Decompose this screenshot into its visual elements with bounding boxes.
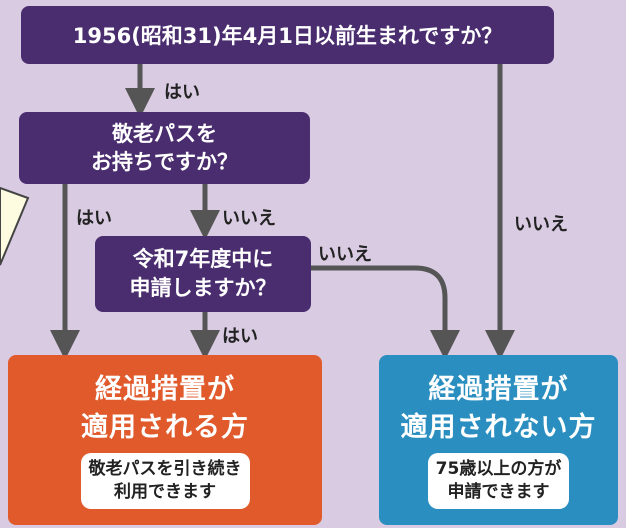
question-pass-line1: 敬老パスを <box>112 122 217 146</box>
result-not-applies-note2: 申請できます <box>447 482 550 502</box>
result-applies-title2: 適用される方 <box>81 412 249 443</box>
question-apply: 令和7年度中に 申請しますか？ <box>95 236 311 312</box>
question-apply-line2: 申請しますか？ <box>129 276 277 300</box>
result-not-applies-note1: 75歳以上の方が <box>435 459 562 479</box>
question-birthdate: 1956(昭和31)年4月1日以前生まれですか？ <box>21 6 554 64</box>
result-not-applies-note: 75歳以上の方が 申請できます <box>427 453 570 509</box>
question-pass: 敬老パスを お持ちですか？ <box>19 112 310 184</box>
result-applies-note: 敬老パスを引き続き 利用できます <box>80 453 250 509</box>
label-q1-yes: はい <box>164 82 200 103</box>
label-q2-yes: はい <box>76 208 112 229</box>
arrow-q3-no <box>307 265 460 360</box>
result-not-applies-title1: 経過措置が <box>428 374 569 405</box>
question-pass-line2: お持ちですか？ <box>91 150 238 174</box>
label-q3-yes: はい <box>222 326 258 347</box>
label-q3-no: いいえ <box>318 244 372 265</box>
question-birthdate-text: 1956(昭和31)年4月1日以前生まれですか？ <box>72 24 503 48</box>
speech-bubble-fragment <box>0 186 30 266</box>
result-applies: 経過措置が 適用される方 敬老パスを引き続き 利用できます <box>8 355 322 525</box>
result-not-applies-title2: 適用されない方 <box>400 412 597 443</box>
result-applies-title1: 経過措置が <box>95 374 235 405</box>
label-q2-no: いいえ <box>222 208 276 229</box>
result-applies-note1: 敬老パスを引き続き <box>88 459 242 479</box>
label-q1-no: いいえ <box>514 214 568 235</box>
result-applies-note2: 利用できます <box>114 482 216 502</box>
result-not-applies: 経過措置が 適用されない方 75歳以上の方が 申請できます <box>379 355 618 525</box>
question-apply-line1: 令和7年度中に <box>132 247 274 271</box>
